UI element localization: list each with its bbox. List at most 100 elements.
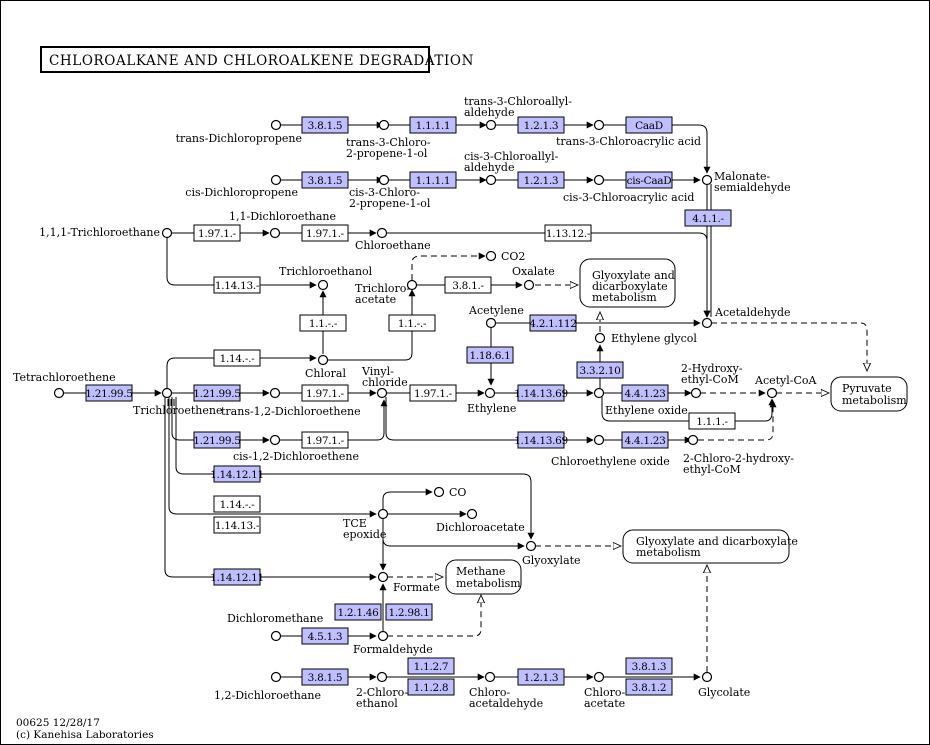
- map-pyruvate[interactable]: Pyruvate metabolism: [830, 376, 908, 412]
- enzyme-1.2.1.3[interactable]: 1.2.1.3: [517, 668, 565, 686]
- svg-text:Glyoxylate: Glyoxylate: [522, 554, 581, 567]
- svg-text:Ethylene oxide: Ethylene oxide: [605, 404, 688, 417]
- compound-trichloroethane[interactable]: 1,1,1-Trichloroethane: [39, 226, 173, 239]
- compound-cis-dichloroethene[interactable]: cis-1,2-Dichloroethene: [233, 434, 359, 464]
- svg-text:1.1.2.8: 1.1.2.8: [414, 682, 449, 694]
- compound-chloral[interactable]: Chloral: [305, 354, 346, 381]
- enzyme-1.97.1.-[interactable]: 1.97.1.-: [301, 384, 349, 402]
- enzyme-1.2.1.46[interactable]: 1.2.1.46: [334, 603, 382, 621]
- compound-ethylene[interactable]: Ethylene: [467, 387, 516, 416]
- compound-trans-dichloroethene[interactable]: trans-1,2-Dichloroethene: [221, 387, 361, 419]
- map-methane[interactable]: Methane metabolism: [445, 559, 522, 595]
- enzyme-1.18.6.1[interactable]: 1.18.6.1: [466, 346, 514, 364]
- enzyme-1.14.12.11[interactable]: 1.14.12.11: [210, 465, 264, 483]
- compound-cis-chloroacrylic-acid[interactable]: cis-3-Chloroacrylic acid: [563, 174, 694, 205]
- compound-chloroethanol[interactable]: 2-Chloro-ethanol: [356, 671, 408, 711]
- enzyme-3.8.1.-[interactable]: 3.8.1.-: [444, 276, 492, 294]
- enzyme-1.21.99.5[interactable]: 1.21.99.5: [193, 384, 241, 402]
- enzyme-1.21.99.5[interactable]: 1.21.99.5: [85, 384, 133, 402]
- compound-dichloroethane-11[interactable]: 1,1-Dichloroethane: [229, 210, 336, 239]
- compound-formaldehyde[interactable]: Formaldehyde: [353, 630, 433, 657]
- svg-text:Chloro-: Chloro-: [584, 686, 626, 699]
- map-glyoxylate-top[interactable]: Glyoxylate and dicarboxylate metabolism: [579, 258, 676, 308]
- enzyme-4.1.1.-[interactable]: 4.1.1.-: [684, 209, 732, 227]
- compound-oxalate[interactable]: Oxalate: [512, 265, 555, 291]
- compound-chloroacetate[interactable]: Chloro-acetate: [584, 671, 626, 711]
- compound-cis-chloroallyl-aldehyde[interactable]: cis-3-Chloroallyl-aldehyde: [464, 150, 559, 186]
- compound-trans-chloroacrylic-acid[interactable]: trans-3-Chloroacrylic acid: [556, 119, 701, 149]
- enzyme-1.14.12.11[interactable]: 1.14.12.11: [210, 568, 264, 586]
- enzyme-1.1.1.1[interactable]: 1.1.1.1: [409, 116, 457, 134]
- enzyme-3.3.2.10[interactable]: 3.3.2.10: [576, 361, 624, 379]
- compound-co[interactable]: CO: [433, 486, 467, 499]
- enzyme-4.4.1.23[interactable]: 4.4.1.23: [621, 384, 669, 402]
- enzyme-1.21.99.5[interactable]: 1.21.99.5: [193, 431, 241, 449]
- enzyme-1.1.2.7[interactable]: 1.1.2.7: [407, 657, 455, 675]
- compound-cis-dichloropropene[interactable]: cis-Dichloropropene: [185, 174, 298, 200]
- enzyme-4.5.1.3[interactable]: 4.5.1.3: [301, 627, 349, 645]
- compound-tetrachloroethene[interactable]: Tetrachloroethene: [13, 371, 116, 399]
- enzyme-3.8.1.3[interactable]: 3.8.1.3: [625, 657, 673, 675]
- enzyme-1.1.1.-[interactable]: 1.1.1.-: [688, 412, 736, 430]
- compound-acetaldehyde[interactable]: Acetaldehyde: [701, 306, 791, 329]
- enzyme-1.14.-.-[interactable]: 1.14.-.-: [213, 349, 261, 367]
- compound-trans-dichloropropene[interactable]: trans-Dichloropropene: [176, 119, 302, 146]
- compound-malonate-semialdehyde[interactable]: Malonate-semialdehyde: [701, 170, 791, 194]
- compound-acetylene[interactable]: Acetylene: [468, 304, 524, 329]
- enzyme-1.1.1.1[interactable]: 1.1.1.1: [409, 171, 457, 189]
- compound-glycolate[interactable]: Glycolate: [698, 671, 750, 700]
- compound-vinyl-chloride[interactable]: Vinyl-chloride: [361, 365, 408, 399]
- enzyme-1.14.13.69[interactable]: 1.14.13.69: [514, 431, 568, 449]
- compound-trichloroethanol[interactable]: Trichloroethanol: [279, 265, 373, 291]
- enzyme-1.1.-.-[interactable]: 1.1.-.-: [388, 314, 436, 332]
- svg-text:cis-1,2-Dichloroethene: cis-1,2-Dichloroethene: [233, 450, 359, 463]
- compound-dichloroacetate[interactable]: Dichloroacetate: [436, 508, 525, 535]
- svg-text:2-Hydroxy-: 2-Hydroxy-: [681, 362, 743, 375]
- enzyme-1.97.1.-[interactable]: 1.97.1.-: [409, 384, 457, 402]
- enzyme-3.8.1.5[interactable]: 3.8.1.5: [301, 171, 349, 189]
- map-glyoxylate-bottom[interactable]: Glyoxylate and dicarboxylate metabolism: [622, 529, 798, 564]
- enzyme-3.8.1.5[interactable]: 3.8.1.5: [301, 668, 349, 686]
- svg-text:Chloroethane: Chloroethane: [355, 239, 431, 252]
- compound-ethylene-oxide[interactable]: Ethylene oxide: [593, 387, 688, 418]
- svg-text:3.8.1.5: 3.8.1.5: [308, 672, 343, 684]
- compound-chloroethylene-oxide[interactable]: Chloroethylene oxide: [551, 434, 670, 469]
- enzyme-cis-caad[interactable]: cis-CaaD: [625, 171, 673, 189]
- enzyme-4.4.1.23[interactable]: 4.4.1.23: [621, 431, 669, 449]
- enzyme-4.2.1.112[interactable]: 4.2.1.112: [529, 314, 577, 332]
- compound-formate[interactable]: Formate: [377, 571, 440, 595]
- compound-trans-chloropropenol[interactable]: trans-3-Chloro-2-propene-1-ol: [346, 119, 431, 161]
- compound-dichloromethane[interactable]: Dichloromethane: [227, 612, 323, 642]
- enzyme-1.1.2.8[interactable]: 1.1.2.8: [407, 678, 455, 696]
- enzyme-1.97.1.-[interactable]: 1.97.1.-: [301, 431, 349, 449]
- compound-hydroxyethyl-com[interactable]: 2-Hydroxy-ethyl-CoM: [681, 362, 743, 399]
- enzyme-1.13.12.-[interactable]: 1.13.12.-: [544, 224, 592, 242]
- enzyme-1.97.1.-[interactable]: 1.97.1.-: [193, 224, 241, 242]
- enzyme-1.14.13.-[interactable]: 1.14.13.-: [213, 276, 261, 294]
- compound-ethylene-glycol[interactable]: Ethylene glycol: [594, 332, 698, 345]
- compound-dichloroethane-12[interactable]: 1,2-Dichloroethane: [214, 671, 321, 703]
- compound-chloroethane[interactable]: Chloroethane: [355, 227, 431, 253]
- enzyme-1.14.13.-[interactable]: 1.14.13.-: [213, 516, 261, 534]
- enzyme-caad[interactable]: CaaD: [625, 116, 673, 134]
- enzyme-1.14.13.69[interactable]: 1.14.13.69: [514, 384, 568, 402]
- compound-chloroacetaldehyde[interactable]: Chloro-acetaldehyde: [469, 671, 543, 711]
- compound-chloro-hydroxyethyl-com[interactable]: 2-Chloro-2-hydroxy-ethyl-CoM: [683, 434, 794, 477]
- compound-trichloroethene[interactable]: Trichloroethene: [133, 387, 223, 418]
- enzyme-1.2.1.3[interactable]: 1.2.1.3: [517, 116, 565, 134]
- compound-glyoxylate[interactable]: Glyoxylate: [522, 540, 581, 568]
- enzyme-1.97.1.-[interactable]: 1.97.1.-: [301, 224, 349, 242]
- enzyme-3.8.1.5[interactable]: 3.8.1.5: [301, 116, 349, 134]
- enzyme-1.2.1.3[interactable]: 1.2.1.3: [517, 171, 565, 189]
- compound-trans-chloroallyl-aldehyde[interactable]: trans-3-Chloroallyl-aldehyde: [464, 95, 572, 131]
- enzyme-1.14.-.-[interactable]: 1.14.-.-: [213, 495, 261, 513]
- compound-co2[interactable]: CO2: [485, 250, 526, 263]
- svg-text:Chloroethylene oxide: Chloroethylene oxide: [551, 455, 670, 468]
- compound-acetyl-coa[interactable]: Acetyl-CoA: [754, 374, 818, 399]
- compound-cis-chloropropenol[interactable]: cis-3-Chloro-2-propene-1-ol: [349, 174, 431, 211]
- compound-trichloroacetate[interactable]: Trichloro-acetate: [355, 279, 418, 307]
- enzyme-1.2.98.1[interactable]: 1.2.98.1: [385, 603, 433, 621]
- enzyme-3.8.1.2[interactable]: 3.8.1.2: [625, 678, 673, 696]
- enzyme-1.1.-.-[interactable]: 1.1.-.-: [299, 314, 347, 332]
